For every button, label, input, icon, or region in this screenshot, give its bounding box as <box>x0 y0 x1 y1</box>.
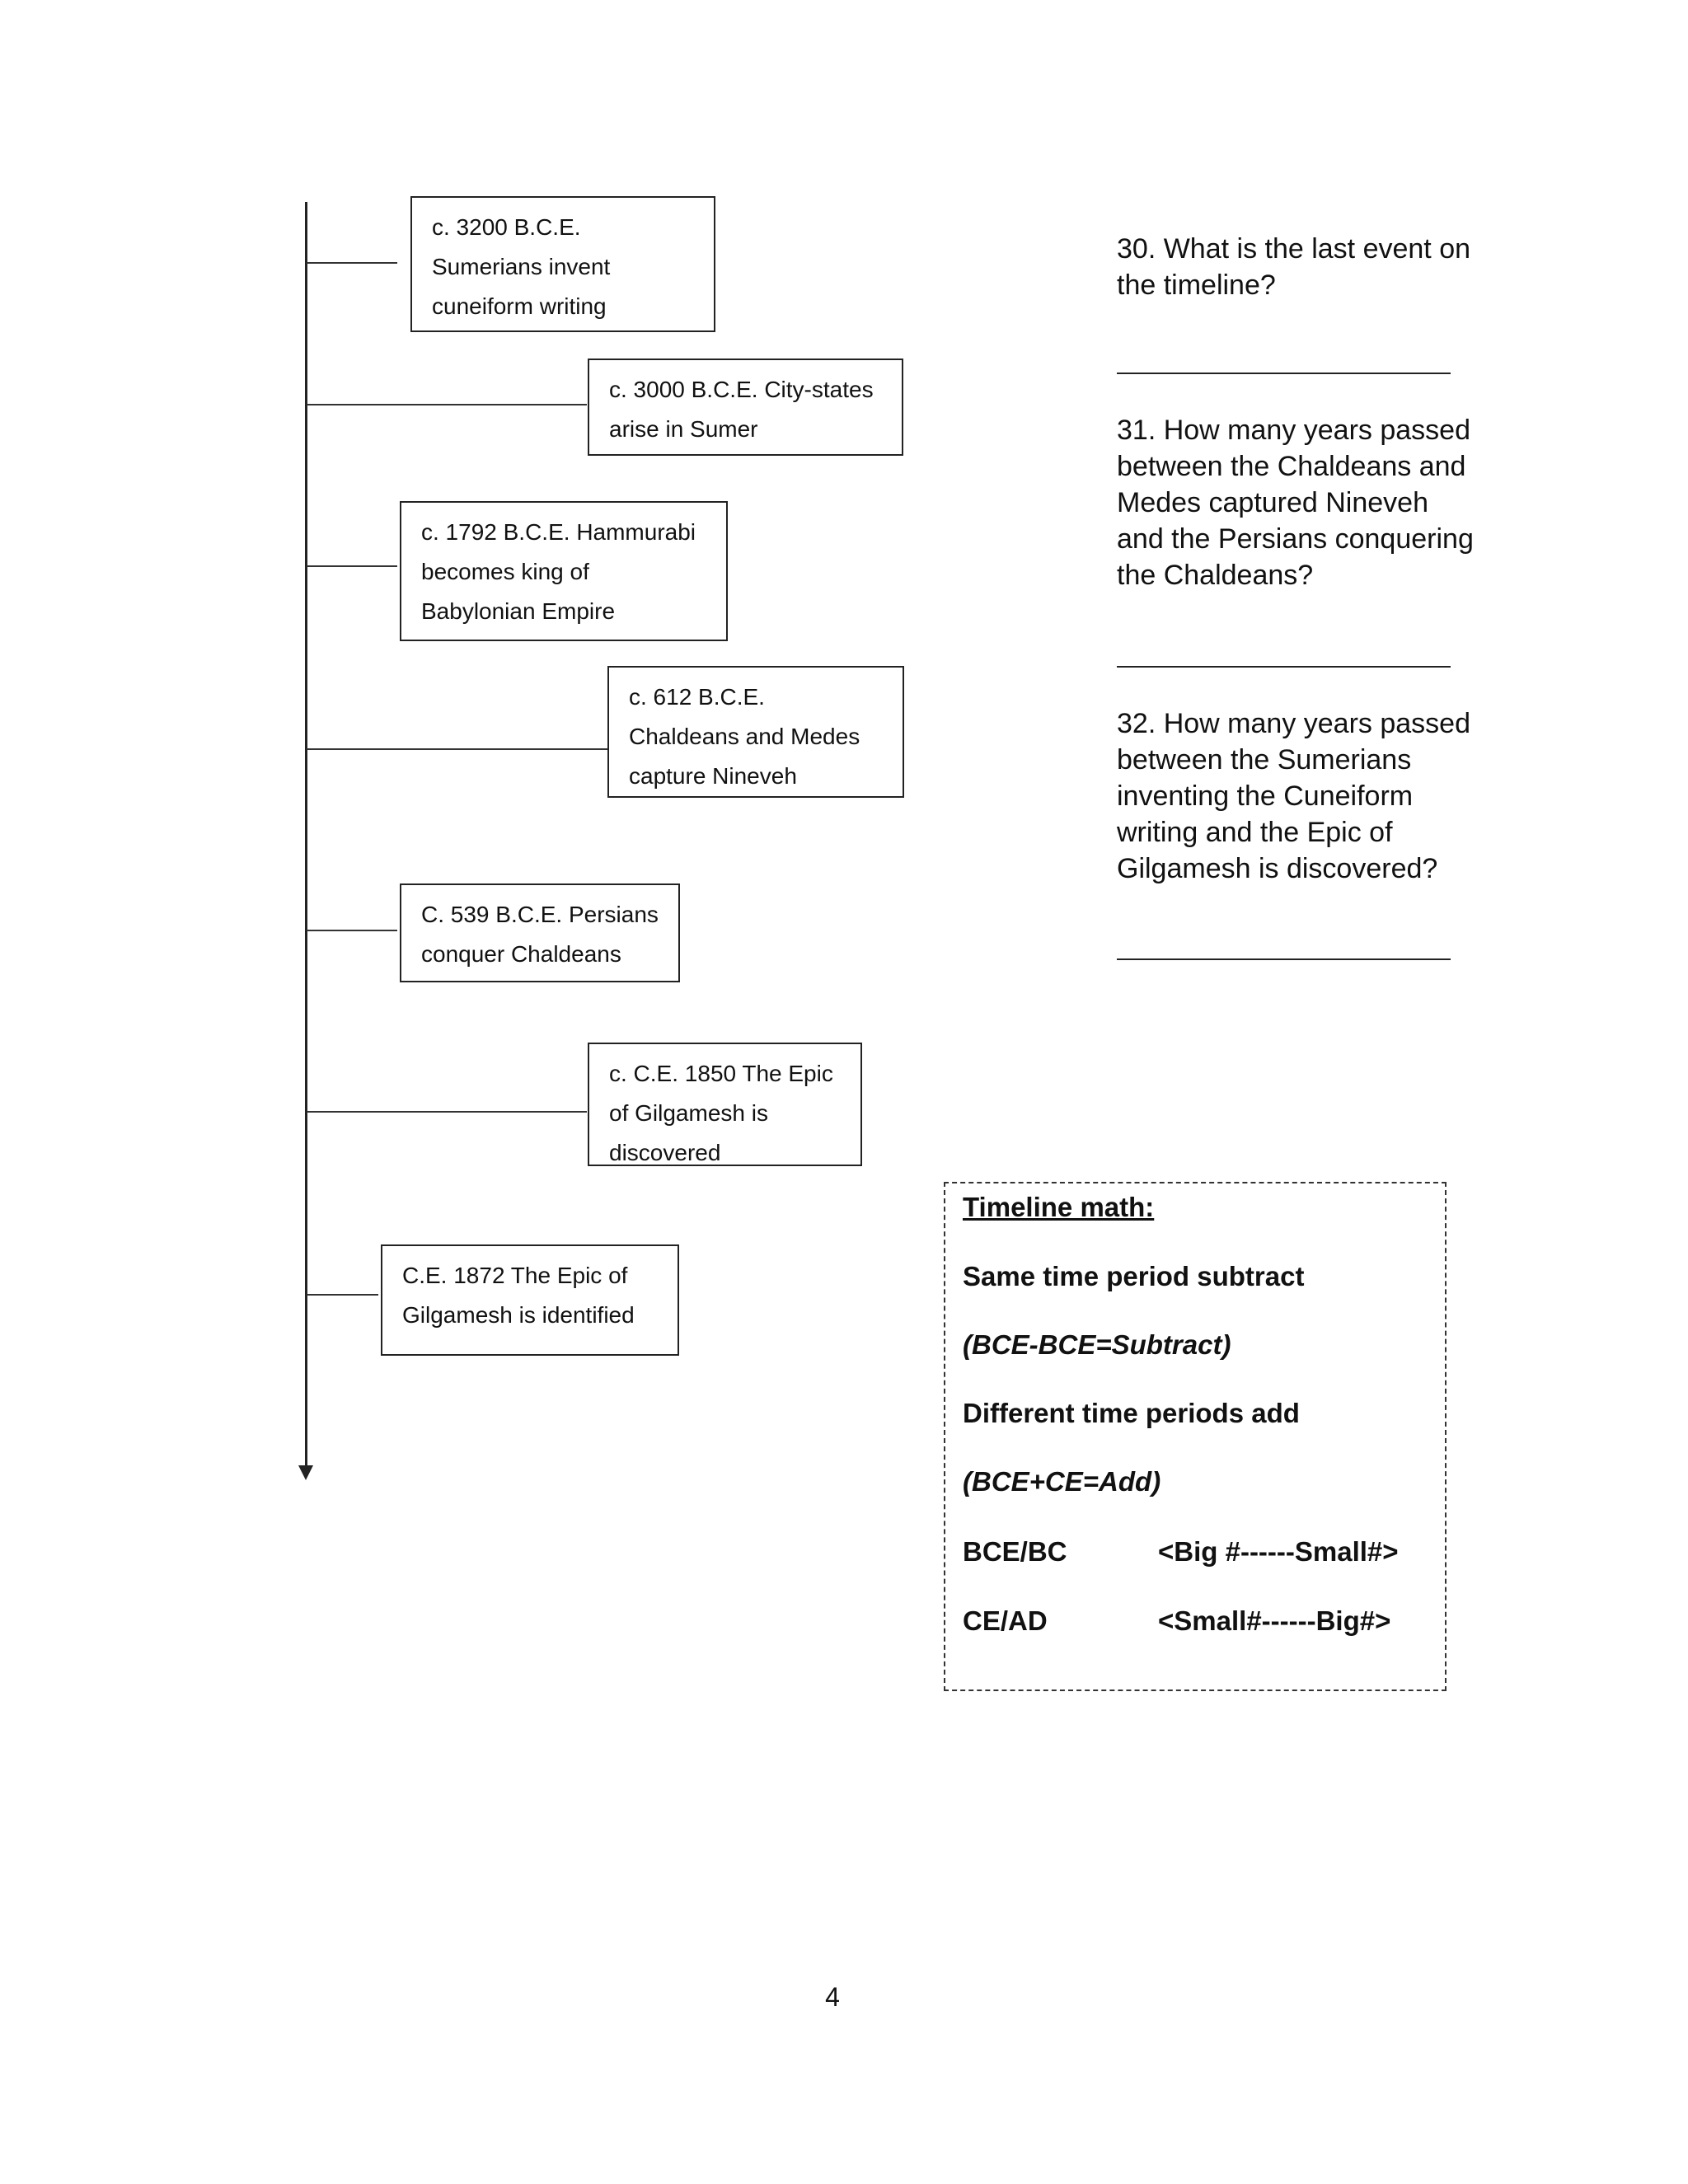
question-line: and the Persians conquering <box>1117 523 1474 555</box>
timeline-tick <box>307 1111 587 1113</box>
event-line: c. 3000 B.C.E. City-states <box>609 377 874 402</box>
event-line: arise in Sumer <box>609 416 758 442</box>
timeline-event-3000bce: c. 3000 B.C.E. City-states arise in Sume… <box>588 359 903 456</box>
timeline-tick <box>307 748 607 750</box>
bce-label: BCE/BC <box>963 1536 1067 1567</box>
question-line: 31. How many years passed <box>1117 415 1470 446</box>
timeline-tick <box>307 1294 378 1296</box>
question-line: the Chaldeans? <box>1117 560 1314 591</box>
question-30: 30. What is the last event on the timeli… <box>1117 231 1496 303</box>
event-line: c. C.E. 1850 The Epic <box>609 1061 833 1086</box>
question-line: between the Sumerians <box>1117 744 1412 776</box>
timeline-event-1792bce: c. 1792 B.C.E. Hammurabi becomes king of… <box>400 501 728 641</box>
timeline-axis <box>305 202 307 1467</box>
event-line: C.E. 1872 The Epic of <box>402 1263 628 1288</box>
timeline-tick <box>307 404 587 405</box>
event-line: of Gilgamesh is <box>609 1100 768 1126</box>
question-line: inventing the Cuneiform <box>1117 780 1414 812</box>
timeline-event-1850ce: c. C.E. 1850 The Epic of Gilgamesh is di… <box>588 1043 862 1166</box>
bce-rule: <Big #------Small#> <box>1158 1536 1399 1567</box>
question-31: 31. How many years passed between the Ch… <box>1117 412 1496 593</box>
answer-blank-31[interactable] <box>1117 666 1451 668</box>
timeline-math-heading: Timeline math: <box>963 1192 1155 1222</box>
question-line: between the Chaldeans and <box>1117 451 1466 482</box>
question-line: 32. How many years passed <box>1117 708 1470 739</box>
event-line: Sumerians invent <box>432 254 611 279</box>
event-line: Gilgamesh is identified <box>402 1302 635 1328</box>
answer-blank-30[interactable] <box>1117 373 1451 374</box>
event-line: Babylonian Empire <box>421 598 616 624</box>
event-line: c. 612 B.C.E. <box>629 684 765 710</box>
event-line: becomes king of <box>421 559 589 584</box>
answer-blank-32[interactable] <box>1117 958 1451 960</box>
timeline-tick <box>307 262 397 264</box>
event-line: cuneiform writing <box>432 293 607 319</box>
event-line: Chaldeans and Medes <box>629 724 860 749</box>
timeline-math-box <box>944 1182 1447 1691</box>
timeline-event-3200bce: c. 3200 B.C.E. Sumerians invent cuneifor… <box>410 196 715 332</box>
timeline-tick <box>307 930 397 931</box>
ce-rule: <Small#------Big#> <box>1158 1605 1391 1636</box>
timeline-event-1872ce: C.E. 1872 The Epic of Gilgamesh is ident… <box>381 1244 679 1356</box>
event-line: capture Nineveh <box>629 763 797 789</box>
question-line: Medes captured Nineveh <box>1117 487 1429 518</box>
different-period-formula: (BCE+CE=Add) <box>963 1466 1161 1497</box>
question-line: 30. What is the last event on <box>1117 233 1471 265</box>
event-line: c. 1792 B.C.E. Hammurabi <box>421 519 696 545</box>
event-line: conquer Chaldeans <box>421 941 621 967</box>
timeline-tick <box>307 565 397 567</box>
same-period-rule: Same time period subtract <box>963 1261 1305 1291</box>
event-line: discovered <box>609 1140 721 1165</box>
same-period-formula: (BCE-BCE=Subtract) <box>963 1329 1231 1360</box>
timeline-arrow-icon <box>298 1465 313 1480</box>
event-line: C. 539 B.C.E. Persians <box>421 902 659 927</box>
question-32: 32. How many years passed between the Su… <box>1117 705 1496 887</box>
question-line: the timeline? <box>1117 269 1276 301</box>
ce-label: CE/AD <box>963 1605 1048 1636</box>
question-line: Gilgamesh is discovered? <box>1117 853 1438 884</box>
timeline-event-539bce: C. 539 B.C.E. Persians conquer Chaldeans <box>400 883 680 982</box>
page-number: 4 <box>825 1982 840 2012</box>
question-line: writing and the Epic of <box>1117 817 1393 848</box>
event-line: c. 3200 B.C.E. <box>432 214 581 240</box>
timeline-event-612bce: c. 612 B.C.E. Chaldeans and Medes captur… <box>607 666 904 798</box>
different-period-rule: Different time periods add <box>963 1398 1300 1428</box>
